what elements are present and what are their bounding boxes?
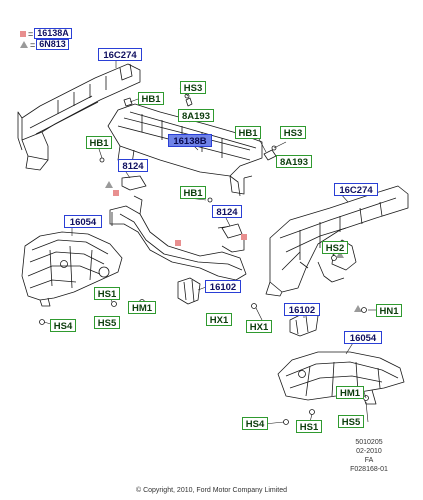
callout-hs5[interactable]: HS5	[94, 316, 120, 329]
callout-16c274[interactable]: 16C274	[334, 183, 378, 196]
callout-hx1[interactable]: HX1	[206, 313, 232, 326]
legend-square-swatch	[20, 30, 26, 37]
legend-triangle-swatch	[20, 41, 28, 48]
left-fender-liner-part	[21, 231, 123, 307]
reference-figure: F028168-01	[350, 466, 388, 473]
callout-8a193[interactable]: 8A193	[178, 109, 214, 122]
callout-hs3[interactable]: HS3	[180, 81, 206, 94]
callout-hs4[interactable]: HS4	[50, 319, 76, 332]
left-rail-part	[17, 63, 141, 171]
callout-16054[interactable]: 16054	[64, 215, 102, 228]
copyright-notice: © Copyright, 2010, Ford Motor Company Li…	[135, 487, 288, 494]
legend-equals: =	[28, 28, 34, 39]
callout-hm1[interactable]: HM1	[128, 301, 156, 314]
legend-triangle: = 6N813	[20, 39, 69, 50]
callout-hx1[interactable]: HX1	[246, 320, 272, 333]
right-fender-liner-part	[277, 351, 405, 405]
callout-hn1[interactable]: HN1	[376, 304, 402, 317]
callout-hs1[interactable]: HS1	[94, 287, 120, 300]
callout-hs5[interactable]: HS5	[338, 415, 364, 428]
callout-hs4[interactable]: HS4	[242, 417, 268, 430]
callout-16102[interactable]: 16102	[284, 303, 320, 316]
reference-code: 5010205	[355, 439, 383, 446]
callout-16102[interactable]: 16102	[205, 280, 241, 293]
callout-hm1[interactable]: HM1	[336, 386, 364, 399]
part-markers	[105, 181, 362, 312]
right-rail-part	[265, 185, 409, 297]
callout-hs3[interactable]: HS3	[280, 126, 306, 139]
callout-hb1[interactable]: HB1	[86, 136, 112, 149]
callout-8124[interactable]: 8124	[118, 159, 148, 172]
callout-8124[interactable]: 8124	[212, 205, 242, 218]
bracket-left-part	[121, 175, 147, 191]
callout-hs2[interactable]: HS2	[322, 241, 348, 254]
callout-hs1[interactable]: HS1	[296, 420, 322, 433]
reference-revision: FA	[364, 457, 374, 464]
reference-date: 02-2010	[356, 448, 382, 455]
callout-8a193[interactable]: 8A193	[276, 155, 312, 168]
callout-hb1[interactable]: HB1	[180, 186, 206, 199]
callout-16054[interactable]: 16054	[344, 331, 382, 344]
callout-16c274[interactable]: 16C274	[98, 48, 142, 61]
bracket-right-part	[221, 223, 243, 239]
legend-code: 16138A	[34, 28, 72, 39]
legend-square: = 16138A	[20, 28, 72, 39]
callout-16138b[interactable]: 16138B	[168, 134, 212, 147]
legend-code: 6N813	[36, 39, 69, 50]
legend-equals: =	[30, 39, 36, 50]
callout-hb1[interactable]: HB1	[235, 126, 261, 139]
callout-hb1[interactable]: HB1	[138, 92, 164, 105]
drawing-reference: 5010205 02-2010 FA F028168-01	[339, 438, 399, 474]
deflector-left-part	[177, 277, 201, 305]
